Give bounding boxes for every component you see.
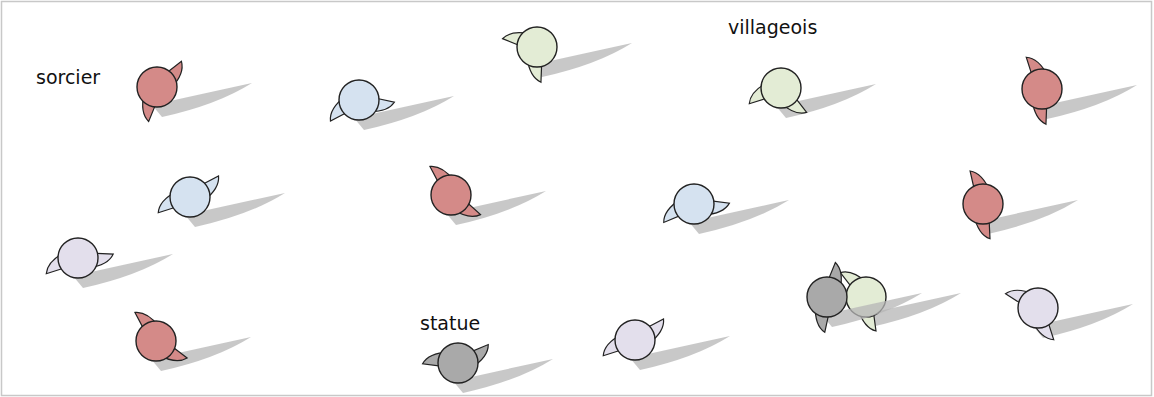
head	[431, 175, 471, 215]
character-figure	[503, 23, 632, 82]
head	[1018, 288, 1058, 328]
character-figure	[807, 263, 922, 333]
character-figure	[746, 68, 876, 121]
role-label: villageois	[728, 18, 817, 37]
head	[1022, 69, 1062, 109]
head	[517, 27, 557, 67]
character-figure	[135, 306, 251, 371]
role-label: statue	[420, 314, 480, 333]
head	[807, 277, 847, 317]
head	[137, 67, 177, 107]
character-figure	[324, 80, 454, 130]
head	[674, 184, 714, 224]
character-figure	[423, 343, 553, 393]
character-figure	[430, 160, 546, 226]
head	[170, 177, 210, 217]
head	[615, 320, 655, 360]
character-figure	[840, 264, 961, 331]
character-figure	[155, 176, 285, 227]
character-figure	[600, 319, 730, 370]
head	[438, 343, 478, 383]
character-figure	[659, 184, 789, 234]
role-label: sorcier	[36, 68, 100, 87]
head	[761, 68, 801, 108]
head	[58, 238, 98, 278]
character-figure	[1022, 54, 1137, 124]
character-figure	[43, 238, 173, 288]
head	[136, 321, 176, 361]
character-figure	[963, 169, 1078, 238]
head	[963, 184, 1003, 224]
head	[339, 80, 379, 120]
character-figure	[1006, 280, 1133, 343]
character-figure	[133, 61, 252, 121]
